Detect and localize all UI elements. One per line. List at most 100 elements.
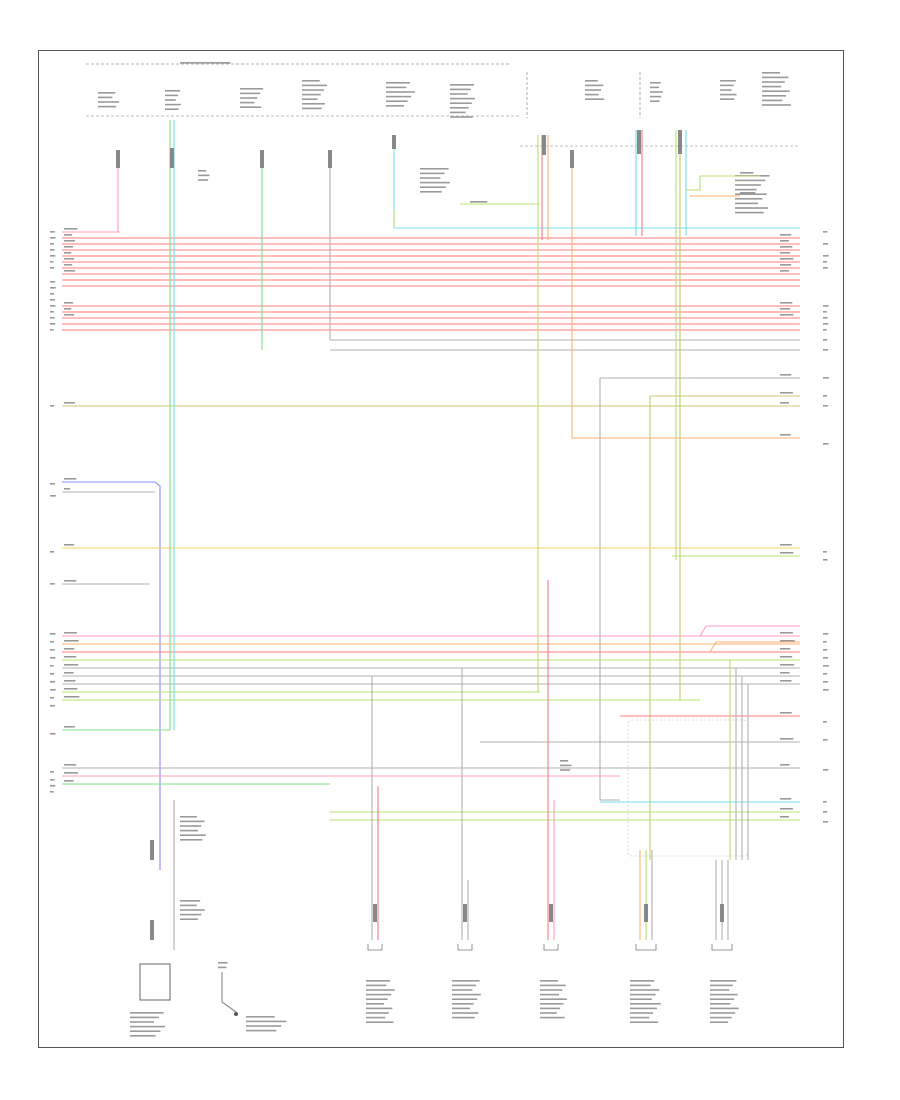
left-pin-25 [50,657,56,659]
wire-label-r1 [780,240,789,242]
wire-label-l7 [64,302,74,304]
left-pin-22 [50,633,56,635]
wire-label-l1 [64,240,76,242]
connector-8 [637,130,641,154]
left-pin-14 [50,317,55,319]
component-label-10 [762,72,791,106]
wire-label-l0 [64,234,73,236]
wire-label-low-l0 [64,632,77,634]
connector-3 [260,150,264,168]
right-pin-19 [823,633,829,635]
wire-label-bot-r2 [780,764,790,766]
left-pin-33 [50,771,54,773]
wire-label-l6 [64,270,76,272]
right-pin-16 [823,443,829,445]
connector-4 [328,150,332,168]
sensor-icon-bl [139,963,171,1001]
wire-label-406r [780,402,789,404]
sensor-3-label [540,980,567,1019]
left-pin-2 [50,237,56,239]
left-pin-35 [50,785,56,787]
wire-label-bot-l0 [64,764,77,766]
left-pin-19 [50,495,56,497]
right-pin-9 [823,323,829,325]
left-pin-1 [50,231,55,233]
left-pin-5 [50,255,56,257]
connector-9 [678,130,682,154]
wire-label-l3 [64,252,72,254]
component-label-1 [98,92,120,108]
right-pin-15 [823,405,828,407]
relay-label [560,760,572,771]
left-pin-4 [50,249,55,251]
left-pin-36 [50,791,54,793]
sensor-2-sensor-icon [457,944,473,951]
wire-label-r4 [780,258,794,260]
wire-label-bot-r3 [780,798,792,800]
component-label-5 [386,82,415,107]
wire-label-bot-r4 [780,808,793,810]
wire-label-bot-r1 [780,738,794,740]
wire-label-pink [64,228,78,230]
left-pin-6 [50,261,54,263]
sensor-5-connector [720,904,724,922]
inline-label-2 [740,172,754,174]
wire-label-gray [64,488,70,490]
left-pin-9 [50,287,56,289]
wire-label-r0 [780,234,792,236]
sensor-1-label [366,980,395,1023]
left-pin-10 [50,293,55,295]
right-pin-3 [823,255,829,257]
right-pin-30 [823,801,827,803]
sensor-3-sensor-icon [543,944,559,951]
wire-label-low-l2 [64,648,75,650]
left-pin-18 [50,483,56,485]
right-pin-18 [823,559,828,561]
sensor-4-sensor-icon [635,944,657,951]
right-pin-10 [823,329,827,331]
wire-label-yellow [64,544,75,546]
left-pin-32 [50,733,56,735]
connector-6 [542,135,546,155]
sensor-2-label [452,980,481,1019]
wire-label-low-r0 [780,632,793,634]
wire-label-r5 [780,264,792,266]
wire-label-438 [780,434,791,436]
wire-label-r9 [780,314,794,316]
right-pin-27 [823,721,827,723]
right-pin-6 [823,305,829,307]
left-pin-13 [50,311,54,313]
left-pin-27 [50,673,55,675]
sensor-4-label [630,980,661,1023]
right-pin-5 [823,267,828,269]
right-pin-4 [823,261,828,263]
bl-component-label [130,1012,166,1037]
wire-66 [699,625,800,637]
wire-24 [62,481,161,870]
wire-label-584 [64,580,77,582]
wire-label-r2 [780,246,793,248]
right-pin-24 [823,673,828,675]
left-pin-31 [50,705,55,707]
splice-label [198,170,210,181]
wire-label-low-r6 [780,680,792,682]
component-label-8 [650,82,663,102]
connector-bl-1 [150,840,154,860]
wire-label-l9 [64,314,75,316]
wire-label-bot-r0 [780,712,792,714]
right-pin-21 [823,649,828,651]
wire-label-bot-l1 [64,772,79,774]
bl-switch-label [218,962,228,969]
right-pin-28 [823,739,828,741]
connector-1 [116,150,120,168]
right-pin-17 [823,551,827,553]
left-pin-20 [50,551,55,553]
left-pin-17 [50,405,55,407]
connector-7 [570,150,574,168]
left-pin-12 [50,305,56,307]
left-pin-3 [50,243,54,245]
wire-label-l2 [64,246,74,248]
left-pin-26 [50,665,54,667]
right-pin-25 [823,681,828,683]
wire-label-low-l3 [64,656,77,658]
